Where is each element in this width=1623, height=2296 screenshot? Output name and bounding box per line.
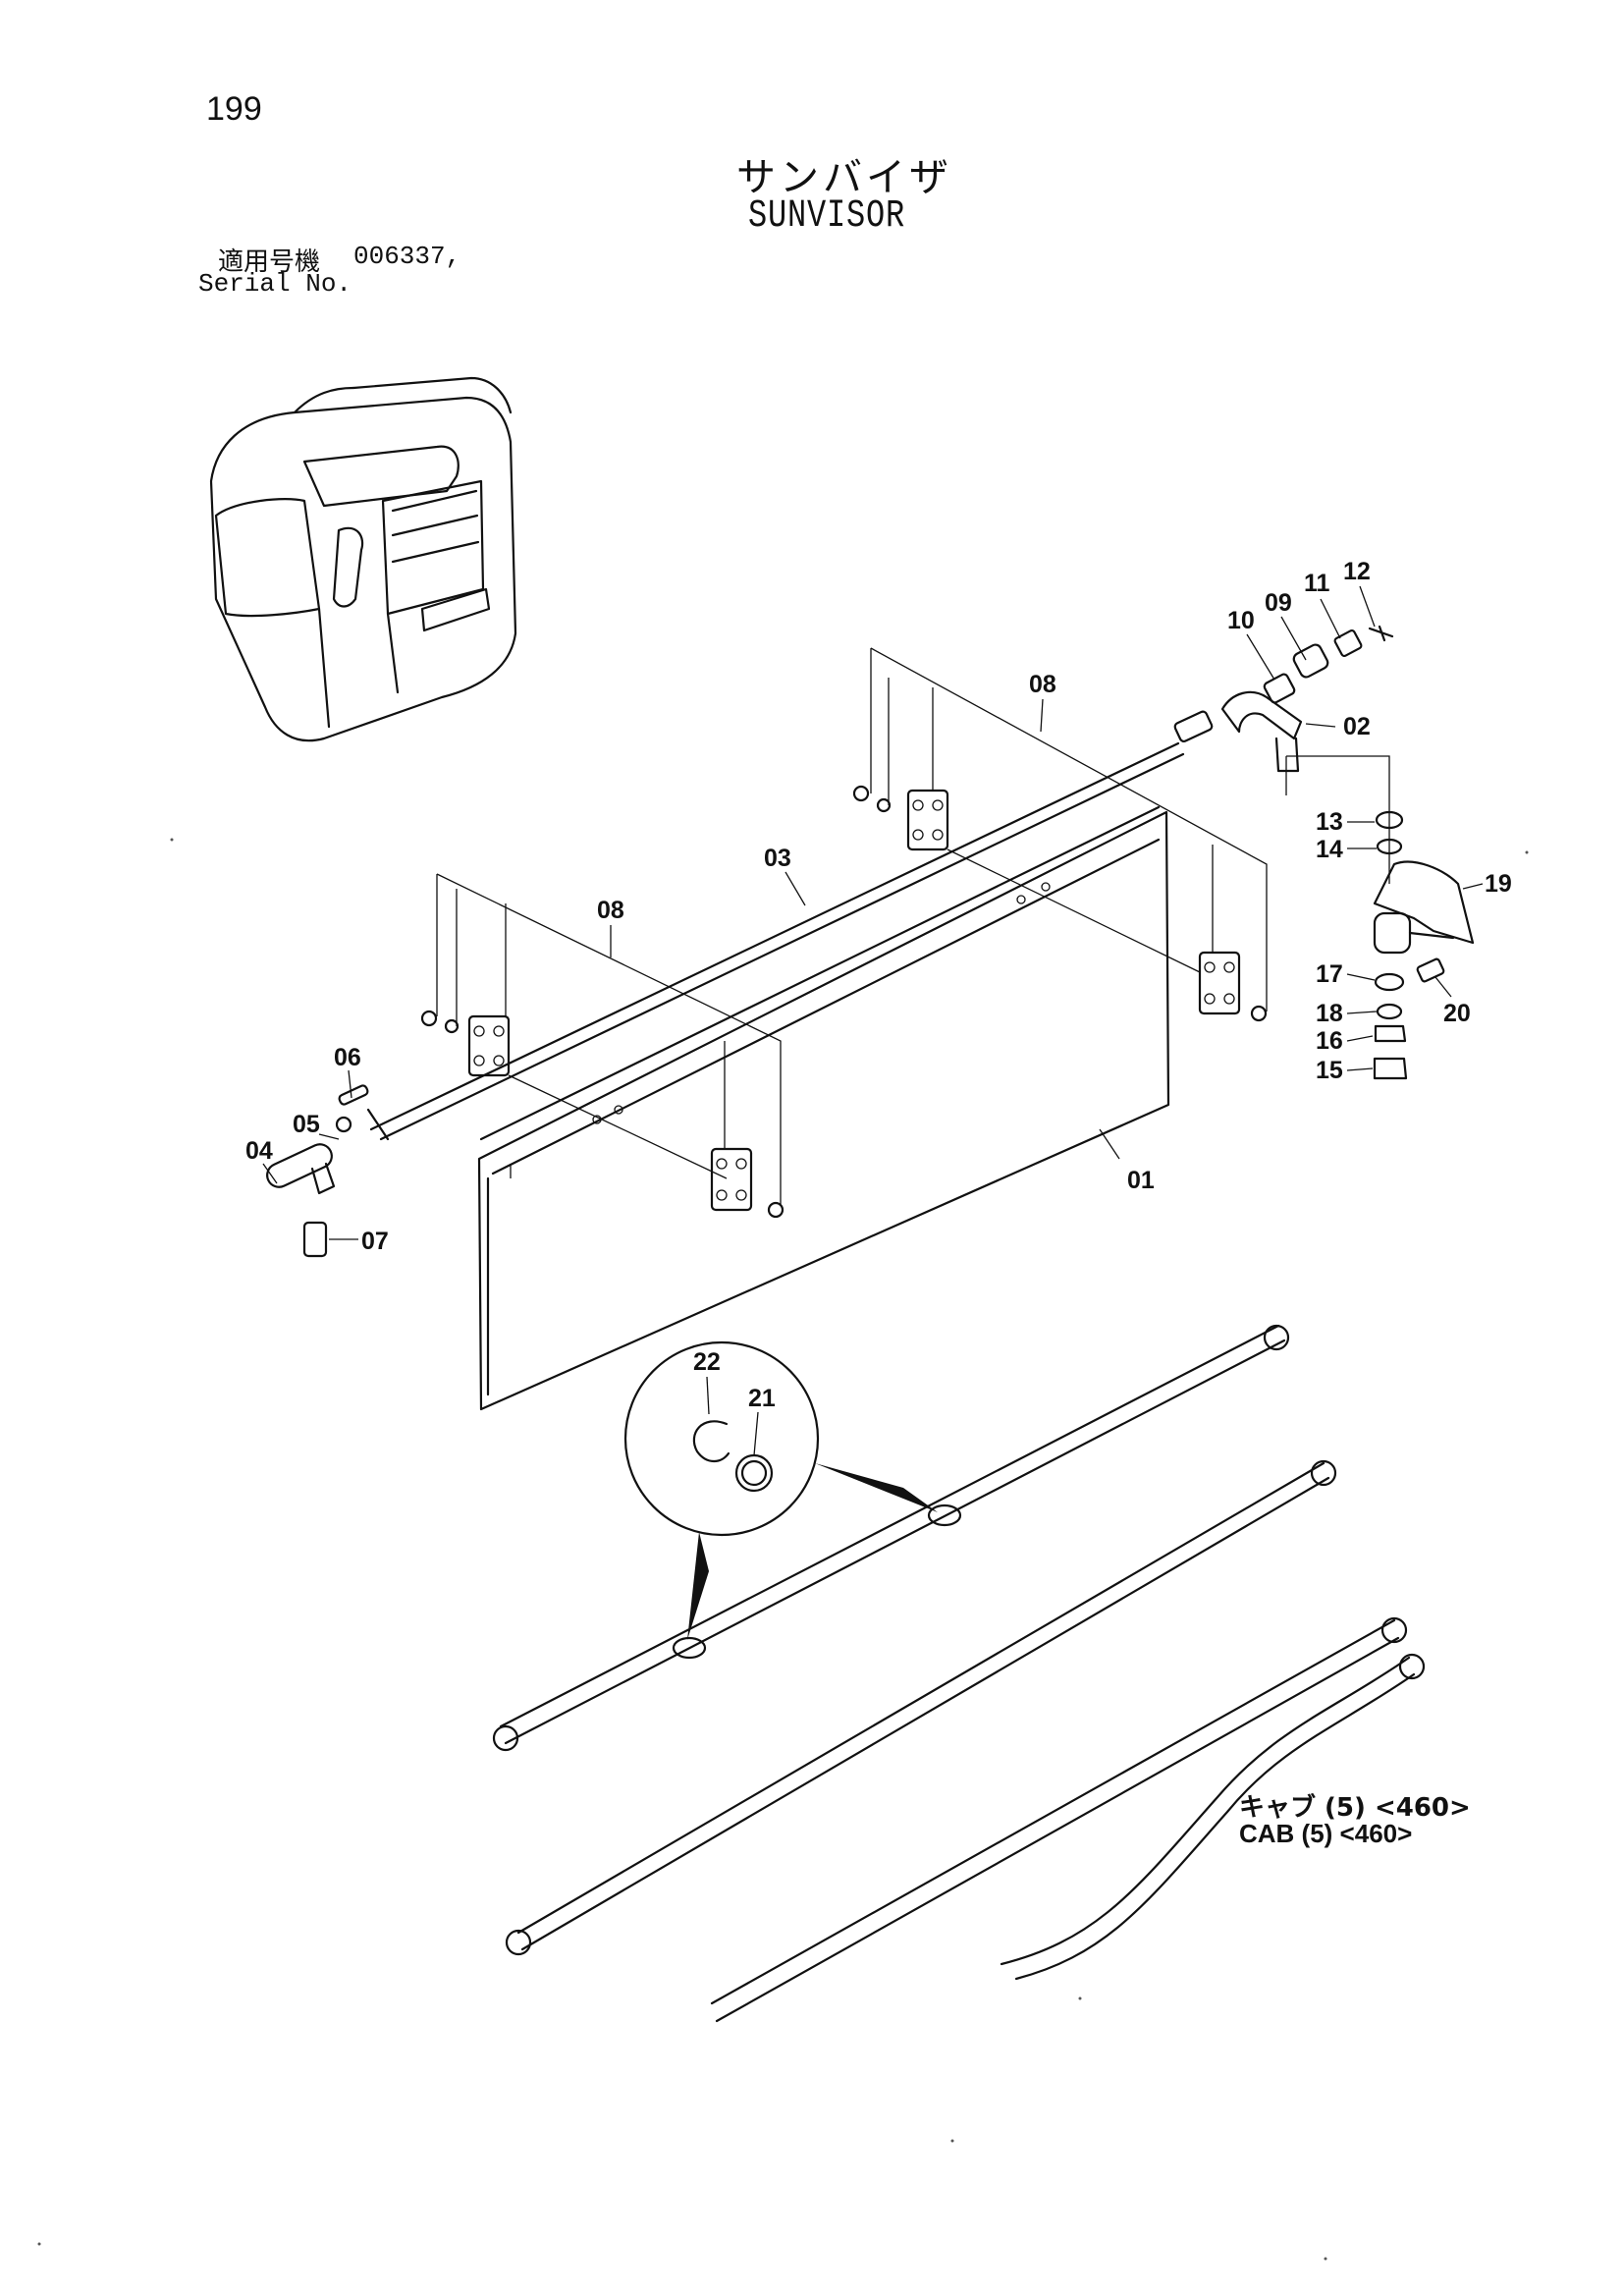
explosion-guide-lines (436, 647, 1390, 1206)
callout-13: 13 (1316, 808, 1343, 836)
callout-06: 06 (334, 1044, 361, 1071)
scan-specks (37, 838, 1529, 2261)
callout-17: 17 (1316, 960, 1343, 988)
detail-circle (623, 1340, 938, 1640)
callout-10: 10 (1227, 607, 1255, 634)
mount-bracket-hardware (1373, 810, 1475, 1080)
callout-11: 11 (1304, 570, 1330, 597)
cab-illustration (209, 376, 517, 742)
callout-20: 20 (1443, 1000, 1471, 1027)
callout-07: 07 (361, 1228, 389, 1255)
callout-01: 01 (1127, 1167, 1155, 1194)
cab-note-english: CAB (5) <460> (1239, 1819, 1413, 1848)
serial-label-english: Serial No. (198, 269, 352, 299)
pivot-hardware (1173, 625, 1394, 773)
cab-note-japanese: キャブ (5) <460> (1239, 1793, 1471, 1823)
page-number: 199 (206, 90, 262, 128)
knob-hardware (266, 1084, 369, 1258)
serial-label-japanese: 適用号機 (218, 247, 321, 277)
title-english: SUNVISOR (748, 194, 906, 239)
callout-19: 19 (1485, 870, 1512, 898)
callout-02: 02 (1343, 713, 1371, 740)
hinge-brackets (420, 785, 1268, 1219)
part-callouts: 01 02 03 04 05 06 07 08 08 09 10 11 12 1… (245, 558, 1512, 1456)
callout-08-lower: 08 (597, 897, 624, 924)
rod (366, 741, 1185, 1141)
callout-03: 03 (764, 845, 791, 872)
callout-04: 04 (245, 1137, 273, 1165)
callout-22: 22 (693, 1348, 721, 1376)
callout-08-upper: 08 (1029, 671, 1056, 698)
title-japanese: サンバイザ (736, 155, 952, 200)
callout-15: 15 (1316, 1057, 1343, 1084)
callout-16: 16 (1316, 1027, 1343, 1055)
callout-21: 21 (748, 1385, 776, 1412)
serial-value: 006337, (353, 242, 461, 271)
sunvisor-panel (477, 805, 1170, 1411)
callout-14: 14 (1316, 836, 1343, 863)
callout-09: 09 (1265, 589, 1292, 617)
callout-12: 12 (1343, 558, 1371, 585)
cab-stays (492, 1324, 1426, 2023)
callout-05: 05 (293, 1111, 320, 1138)
callout-18: 18 (1316, 1000, 1343, 1027)
